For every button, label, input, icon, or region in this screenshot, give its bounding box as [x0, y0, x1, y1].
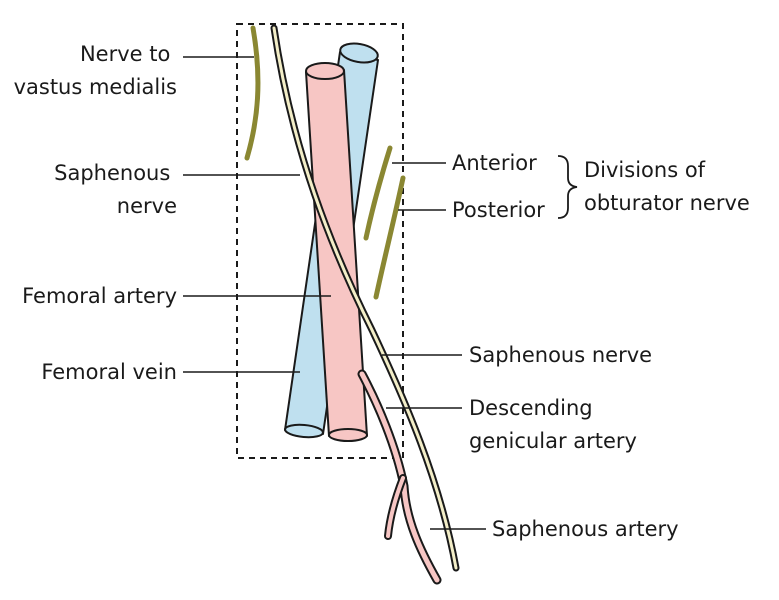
label-saphenous-nerve-left: Saphenous nerve [54, 161, 177, 218]
femoral-artery-cut-end [328, 428, 368, 442]
label-femoral-vein: Femoral vein [41, 360, 177, 384]
nerve-to-vastus-medialis [244, 25, 261, 161]
posterior-division-obturator-nerve [373, 175, 406, 300]
label-descending-genicular-artery: Descending genicular artery [469, 396, 637, 453]
adductor-canal-outline [236, 23, 404, 459]
obturator-divisions-brace [557, 155, 578, 219]
femoral-vein-top-end [339, 42, 379, 64]
saphenous-artery-branch-fill [386, 476, 405, 538]
femoral-artery-top-end [305, 62, 345, 80]
femoral-vein-cut-end [284, 423, 324, 439]
label-anterior: Anterior [452, 151, 537, 175]
label-saphenous-nerve-right: Saphenous nerve [469, 343, 652, 367]
label-posterior: Posterior [452, 198, 545, 222]
saphenous-nerve-fill [272, 26, 458, 570]
label-saphenous-artery: Saphenous artery [492, 517, 679, 541]
label-nerve-to-vastus-medialis: Nerve to vastus medialis [14, 42, 177, 99]
label-femoral-artery: Femoral artery [22, 284, 177, 308]
anterior-division-obturator-nerve [363, 145, 393, 241]
saphenous-nerve [270, 24, 460, 572]
descending-genicular-artery [357, 369, 442, 585]
label-divisions-of-obturator-nerve: Divisions of obturator nerve [584, 158, 750, 215]
